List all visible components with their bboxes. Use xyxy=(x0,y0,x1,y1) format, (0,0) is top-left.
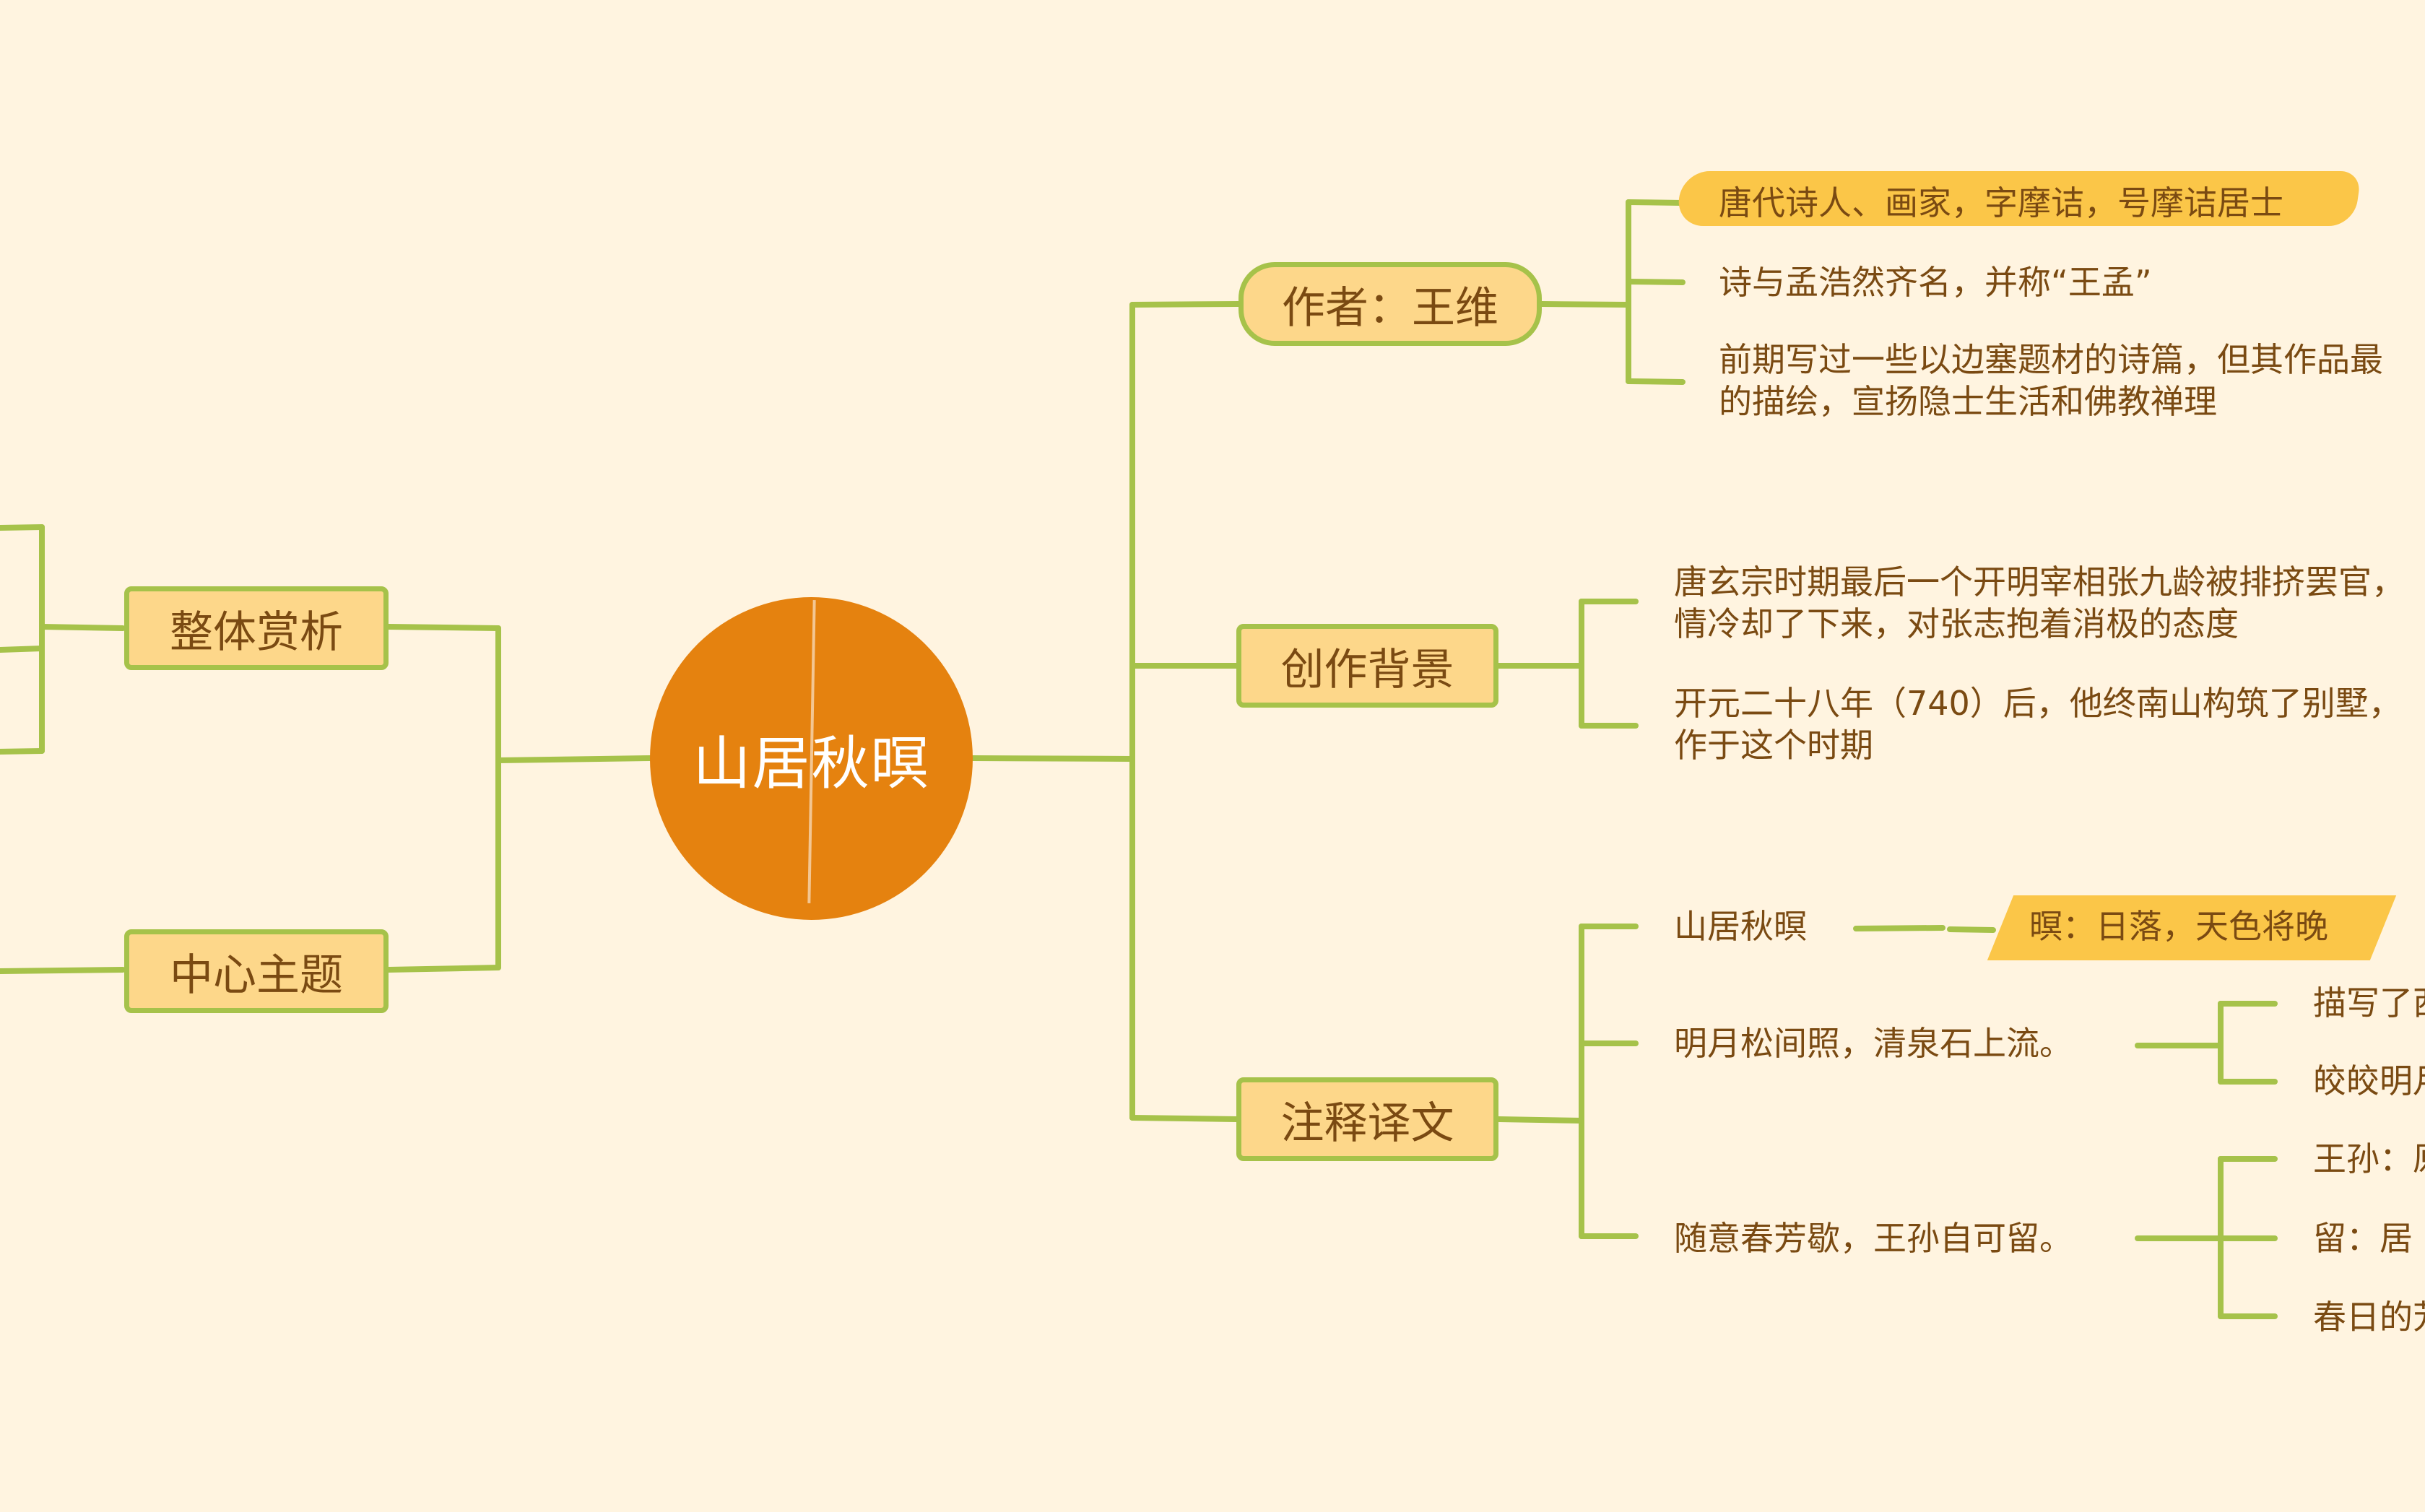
node-overall-analysis[interactable]: 整体赏析 xyxy=(124,586,389,670)
node-overall-analysis-label: 整体赏析 xyxy=(170,607,343,658)
notes-item-2-sub-1[interactable]: 描写了西 xyxy=(2313,982,2425,1024)
notes-item-1[interactable]: 山居秋暝 xyxy=(1674,905,1807,947)
node-central-theme-label: 中心主题 xyxy=(170,950,343,1001)
node-notes-label: 注释译文 xyxy=(1280,1098,1454,1149)
node-author[interactable]: 作者：王维 xyxy=(1238,262,1542,346)
notes-item-2-text: 明月松间照，清泉石上流。 xyxy=(1674,1024,2073,1063)
author-item-1-text: 唐代诗人、画家，字摩诘，号摩诘居士 xyxy=(1719,183,2283,222)
background-item-1-line-2: 情冷却了下来，对张志抱着消极的态度 xyxy=(1674,604,2239,643)
notes-item-3-sub-3-text: 春日的芳 xyxy=(2313,1298,2425,1337)
notes-item-1-text: 山居秋暝 xyxy=(1674,907,1807,946)
notes-item-3-sub-2[interactable]: 留：居 xyxy=(2313,1217,2413,1259)
node-background[interactable]: 创作背景 xyxy=(1236,624,1498,708)
node-background-label: 创作背景 xyxy=(1280,644,1454,695)
notes-item-1-sub-1[interactable]: 暝：日落，天色将晚 xyxy=(2029,905,2328,947)
author-item-2[interactable]: 诗与孟浩然齐名，并称“王孟” xyxy=(1719,261,2152,303)
node-central-theme[interactable]: 中心主题 xyxy=(124,929,389,1013)
notes-item-2-sub-2-text: 皎皎明月 xyxy=(2313,1061,2425,1100)
notes-item-3-sub-1[interactable]: 王孙：原 xyxy=(2313,1138,2425,1180)
node-author-label: 作者：王维 xyxy=(1282,282,1498,334)
notes-item-2-sub-1-text: 描写了西 xyxy=(2313,983,2425,1022)
author-item-3[interactable]: 前期写过一些以边塞题材的诗篇，但其作品最 的描绘，宣扬隐士生活和佛教禅理 xyxy=(1719,339,2383,422)
notes-item-1-sub-1-text: 暝：日落，天色将晚 xyxy=(2029,907,2328,946)
center-topic[interactable]: 山居秋暝 xyxy=(650,597,973,920)
author-item-1[interactable]: 唐代诗人、画家，字摩诘，号摩诘居士 xyxy=(1719,182,2283,224)
node-notes[interactable]: 注释译文 xyxy=(1236,1077,1498,1161)
notes-item-3-sub-3[interactable]: 春日的芳 xyxy=(2313,1296,2425,1338)
author-item-3-line-2: 的描绘，宣扬隐士生活和佛教禅理 xyxy=(1719,382,2217,421)
author-item-3-line-1: 前期写过一些以边塞题材的诗篇，但其作品最 xyxy=(1719,340,2383,379)
notes-item-2-sub-2[interactable]: 皎皎明月 xyxy=(2313,1060,2425,1102)
notes-item-3[interactable]: 随意春芳歇，王孙自可留。 xyxy=(1674,1217,2073,1259)
background-item-1-line-1: 唐玄宗时期最后一个开明宰相张九龄被排挤罢官， xyxy=(1674,562,2405,601)
notes-item-3-sub-1-text: 王孙：原 xyxy=(2313,1139,2425,1178)
background-item-2[interactable]: 开元二十八年（740）后，他终南山构筑了别墅， 作于这个时期 xyxy=(1674,682,2402,766)
notes-item-2[interactable]: 明月松间照，清泉石上流。 xyxy=(1674,1022,2073,1064)
background-item-1[interactable]: 唐玄宗时期最后一个开明宰相张九龄被排挤罢官， 情冷却了下来，对张志抱着消极的态度 xyxy=(1674,561,2405,645)
background-item-2-line-2: 作于这个时期 xyxy=(1674,726,1873,765)
author-item-2-text: 诗与孟浩然齐名，并称“王孟” xyxy=(1719,263,2152,302)
notes-item-3-text: 随意春芳歇，王孙自可留。 xyxy=(1674,1219,2073,1258)
background-item-2-line-1: 开元二十八年（740）后，他终南山构筑了别墅， xyxy=(1674,684,2402,723)
notes-item-3-sub-2-text: 留：居 xyxy=(2313,1219,2413,1258)
